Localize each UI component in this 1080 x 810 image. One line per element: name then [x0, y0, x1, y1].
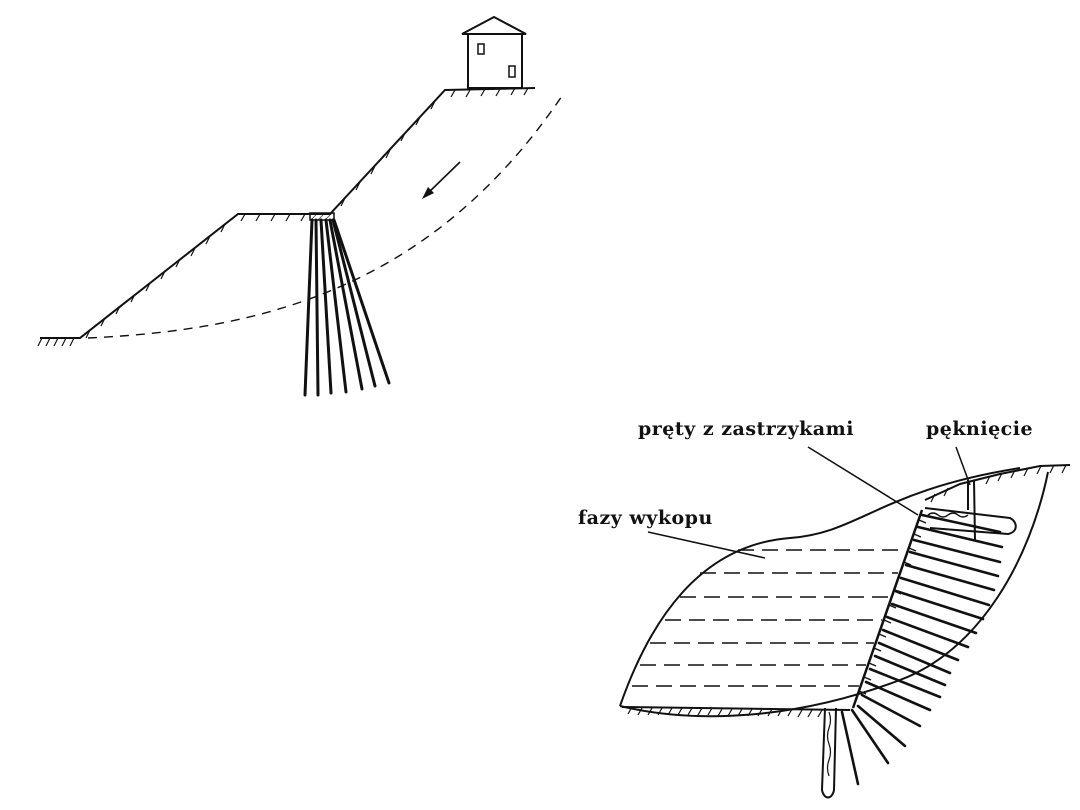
slip-surface [88, 96, 562, 338]
leader-phases [648, 532, 765, 558]
excavation-base [622, 707, 850, 717]
face-hatching [859, 520, 926, 694]
grout-wave [928, 513, 968, 517]
leader-rods [808, 447, 918, 515]
top-ground-hatching [931, 465, 1066, 502]
label-rods-with-grout: pręty z zastrzykami [638, 418, 854, 440]
grout-column [822, 708, 836, 798]
label-crack: pęknięcie [926, 418, 1034, 440]
ground-hatching [38, 88, 528, 346]
label-excavation-phases: fazy wykopu [578, 507, 713, 529]
movement-arrow [422, 162, 460, 199]
excavation-phase-lines [632, 550, 905, 686]
failure-zone-outline [620, 468, 1020, 706]
house-icon [462, 17, 526, 88]
ground-profile [40, 88, 535, 338]
top-ground-surface [925, 465, 1070, 500]
slope-pile-diagram [38, 17, 562, 395]
excavation-face [853, 510, 922, 708]
pile-group [305, 220, 389, 395]
grout-zone-top [925, 508, 1016, 534]
excavation-diagram [620, 447, 1070, 798]
leader-crack [956, 447, 970, 485]
grout-column-fill [828, 712, 831, 776]
grouted-rods [842, 515, 1002, 784]
crack [968, 480, 975, 540]
